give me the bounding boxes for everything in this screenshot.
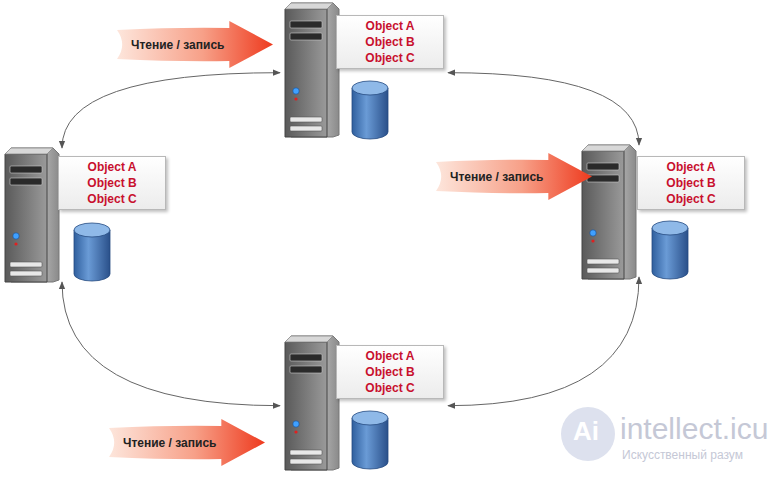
server-node: Object AObject BObject C bbox=[280, 3, 448, 137]
arrow-label: Чтение / запись bbox=[123, 436, 216, 450]
object-name: Object A bbox=[345, 18, 435, 34]
watermark-logo bbox=[561, 407, 615, 461]
object-name: Object C bbox=[646, 191, 736, 207]
replication-link bbox=[448, 73, 639, 145]
read-write-arrow: Чтение / запись bbox=[117, 21, 273, 68]
watermark-site: intellect.icu bbox=[620, 412, 768, 446]
object-name: Object C bbox=[345, 50, 435, 66]
arrow-label: Чтение / запись bbox=[131, 38, 224, 52]
server-node: Object AObject BObject C bbox=[280, 336, 448, 470]
object-name: Object A bbox=[67, 159, 157, 175]
read-write-arrow: Чтение / запись bbox=[109, 419, 265, 466]
object-name: Object A bbox=[646, 159, 736, 175]
object-list-panel: Object AObject BObject C bbox=[336, 345, 444, 399]
object-name: Object C bbox=[67, 191, 157, 207]
object-name: Object B bbox=[646, 175, 736, 191]
object-list-panel: Object AObject BObject C bbox=[637, 156, 745, 210]
object-list-panel: Object AObject BObject C bbox=[336, 15, 444, 69]
read-write-arrow: Чтение / запись bbox=[436, 153, 592, 200]
object-name: Object B bbox=[345, 364, 435, 380]
watermark-logo-text: Ai bbox=[573, 416, 599, 447]
object-name: Object B bbox=[345, 34, 435, 50]
object-list-panel: Object AObject BObject C bbox=[58, 156, 166, 210]
replication-link bbox=[62, 282, 280, 406]
server-node: Object AObject BObject C bbox=[0, 148, 168, 282]
object-name: Object C bbox=[345, 380, 435, 396]
server-node: Object AObject BObject C bbox=[577, 145, 747, 277]
object-name: Object B bbox=[67, 175, 157, 191]
arrow-label: Чтение / запись bbox=[450, 170, 543, 184]
object-name: Object A bbox=[345, 348, 435, 364]
watermark-slogan: Искусственный разум bbox=[622, 448, 743, 462]
replication-link bbox=[62, 73, 280, 148]
replication-link bbox=[448, 277, 639, 406]
